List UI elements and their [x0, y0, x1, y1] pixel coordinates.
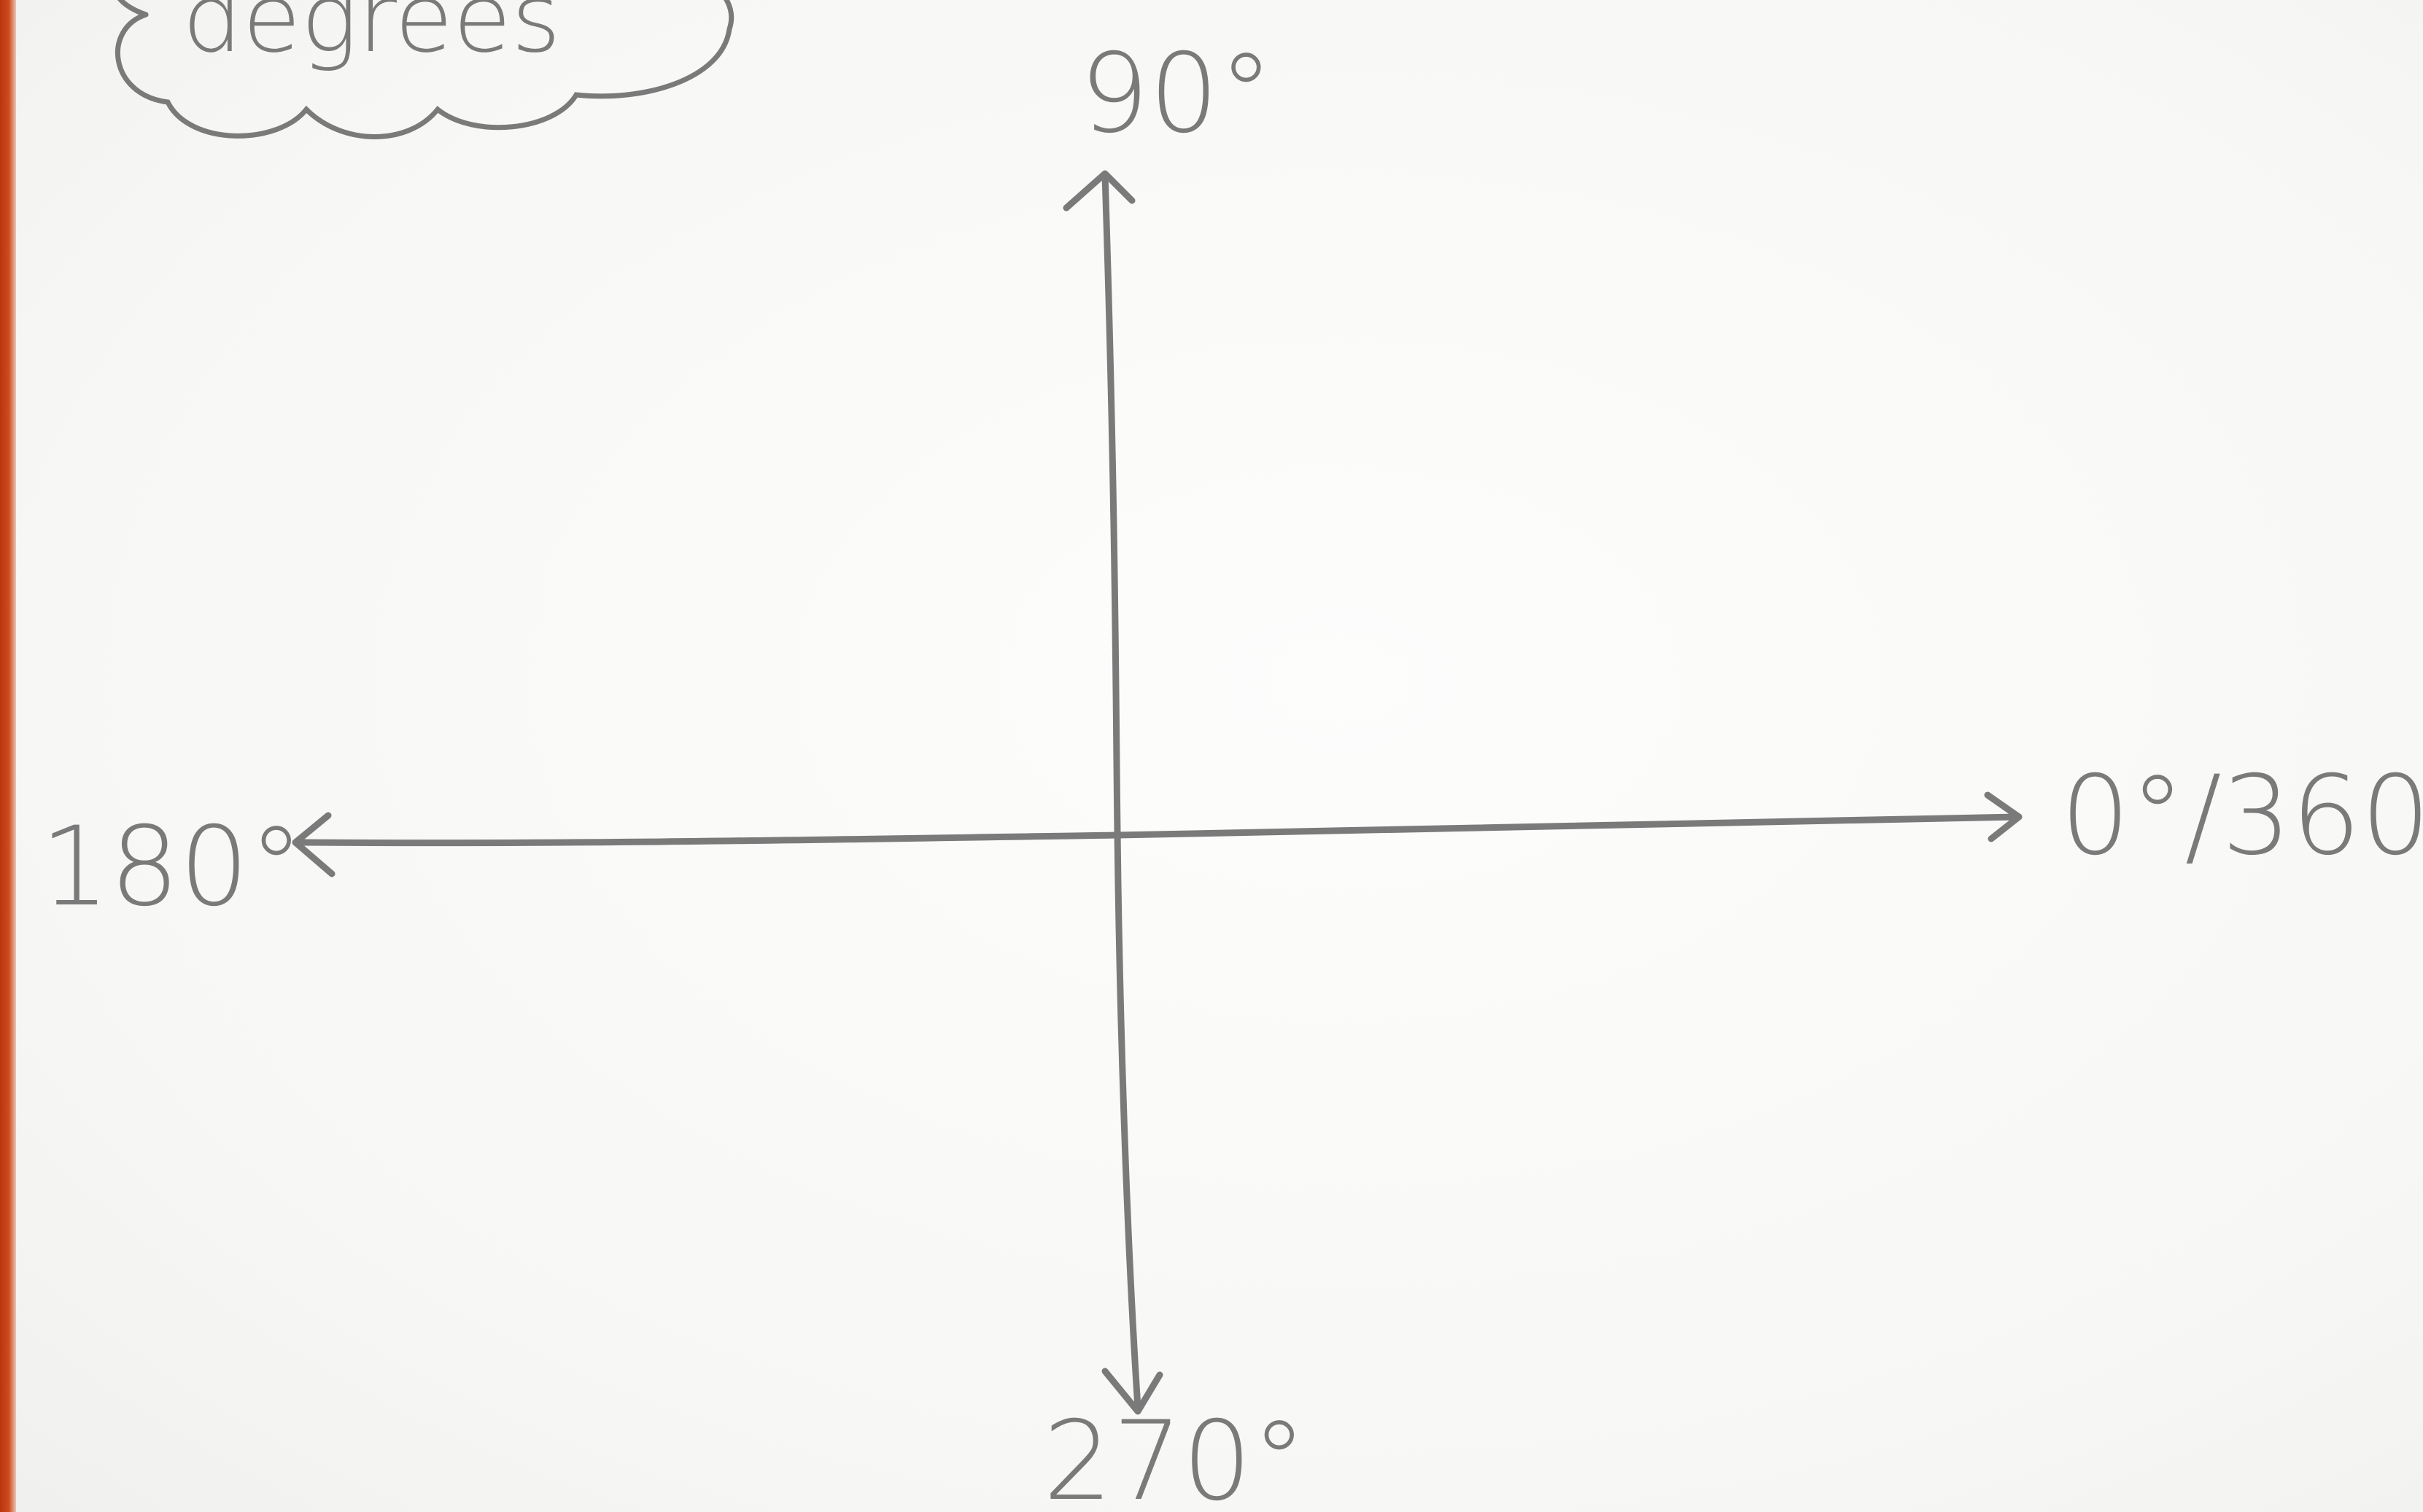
label-270: 270° [1043, 1398, 1306, 1512]
vertical-axis [1105, 175, 1138, 1408]
label-90: 90° [1079, 31, 1273, 158]
horizontal-axis [303, 817, 2017, 843]
title-cloud-left [117, 0, 146, 15]
arrow-up-icon [1066, 174, 1132, 208]
diagram-title: degrees [182, 0, 561, 74]
label-180: 180° [40, 804, 303, 931]
label-0-360: 0°/360° [2060, 753, 2423, 880]
